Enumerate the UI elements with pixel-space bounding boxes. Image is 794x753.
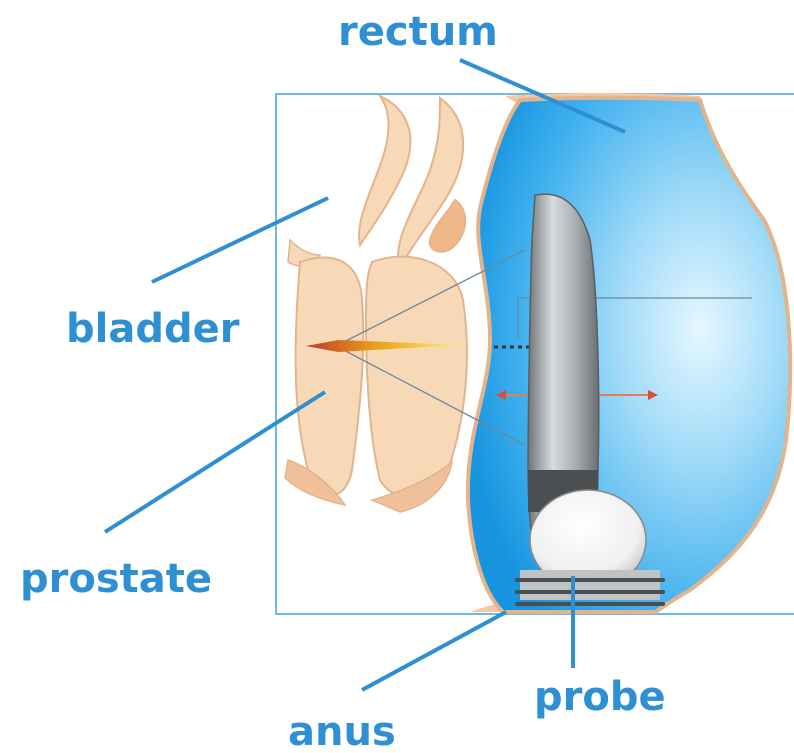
bladder-shape xyxy=(288,96,465,270)
anus-label: anus xyxy=(288,709,396,753)
rectum-label: rectum xyxy=(338,9,498,55)
bladder-label: bladder xyxy=(66,306,240,352)
prostate-shape xyxy=(285,257,467,512)
probe-label: probe xyxy=(534,674,666,720)
prostate-label: prostate xyxy=(20,556,212,602)
anus-leader xyxy=(362,612,506,690)
